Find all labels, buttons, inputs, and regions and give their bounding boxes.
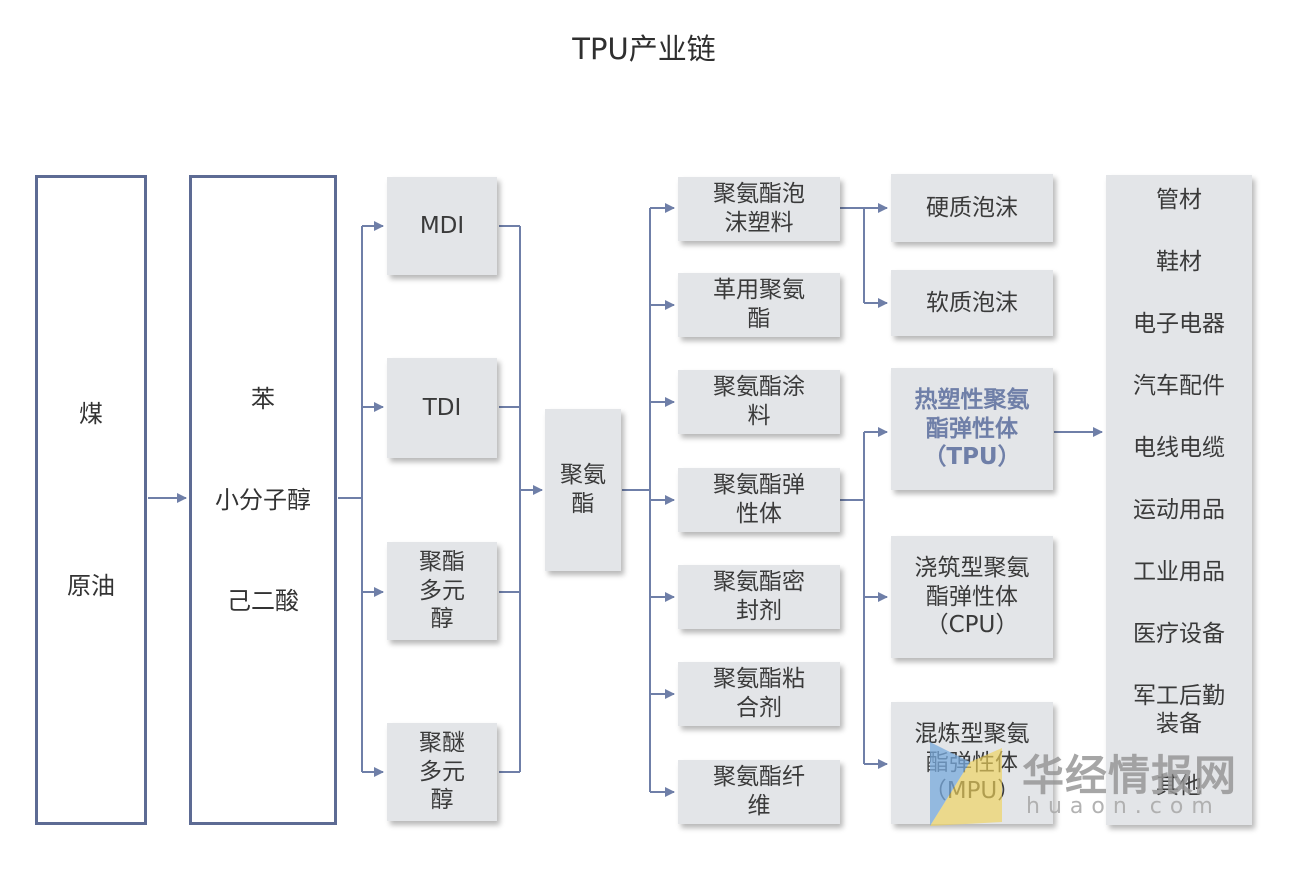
application-electronics: 电子电器 [1133,311,1225,337]
application-shoe-material: 鞋材 [1156,249,1202,275]
product-pu-coating: 聚氨酯涂料 [678,370,840,434]
application-industrial-goods: 工业用品 [1133,559,1225,585]
intermediate-polyester-polyol: 聚酯多元醇 [387,542,497,640]
chemical-benzene: 苯 [251,384,275,413]
diagram-title: TPU产业链 [572,32,716,66]
chemical-small-alcohol: 小分子醇 [215,485,311,514]
applications-box: 管材 鞋材 电子电器 汽车配件 电线电缆 运动用品 工业用品 医疗设备 军工后勤… [1106,175,1252,825]
chemical-box: 苯 小分子醇 己二酸 [189,175,337,825]
intermediate-polyether-polyol: 聚醚多元醇 [387,723,497,821]
application-sporting-goods: 运动用品 [1133,497,1225,523]
watermark-url: huaon.com [1026,794,1221,819]
application-pipe: 管材 [1156,187,1202,213]
application-other: 其他 [1156,773,1202,799]
application-wire-cable: 电线电缆 [1133,435,1225,461]
watermark-brand: 华经情报网 [1022,751,1238,800]
chemical-adipic-acid: 己二酸 [227,587,299,616]
product-pu-elastomer: 聚氨酯弹性体 [678,468,840,532]
product-leather-pu: 革用聚氨酯 [678,273,840,337]
application-medical-equipment: 医疗设备 [1133,621,1225,647]
product-pu-fiber: 聚氨酯纤维 [678,760,840,824]
watermark-logo-icon [930,742,1002,826]
intermediate-mdi: MDI [387,177,497,275]
elastomer-tpu: 热塑性聚氨酯弹性体（TPU） [891,368,1053,490]
product-pu-sealant: 聚氨酯密封剂 [678,565,840,629]
raw-material-box: 煤 原油 [35,175,147,825]
application-military-logistics: 军工后勤装备 [1133,683,1225,737]
product-pu-adhesive: 聚氨酯粘合剂 [678,662,840,726]
watermark: 华经情报网 huaon.com [930,742,1260,832]
raw-material-crude-oil: 原油 [67,572,115,600]
application-auto-parts: 汽车配件 [1133,373,1225,399]
raw-material-coal: 煤 [79,400,103,428]
intermediate-tdi: TDI [387,358,497,458]
foam-rigid: 硬质泡沫 [891,174,1053,242]
product-pu-foam: 聚氨酯泡沫塑料 [678,177,840,241]
center-polyurethane: 聚氨酯 [545,409,621,571]
elastomer-cpu: 浇筑型聚氨酯弹性体（CPU） [891,536,1053,658]
foam-flexible: 软质泡沫 [891,270,1053,336]
